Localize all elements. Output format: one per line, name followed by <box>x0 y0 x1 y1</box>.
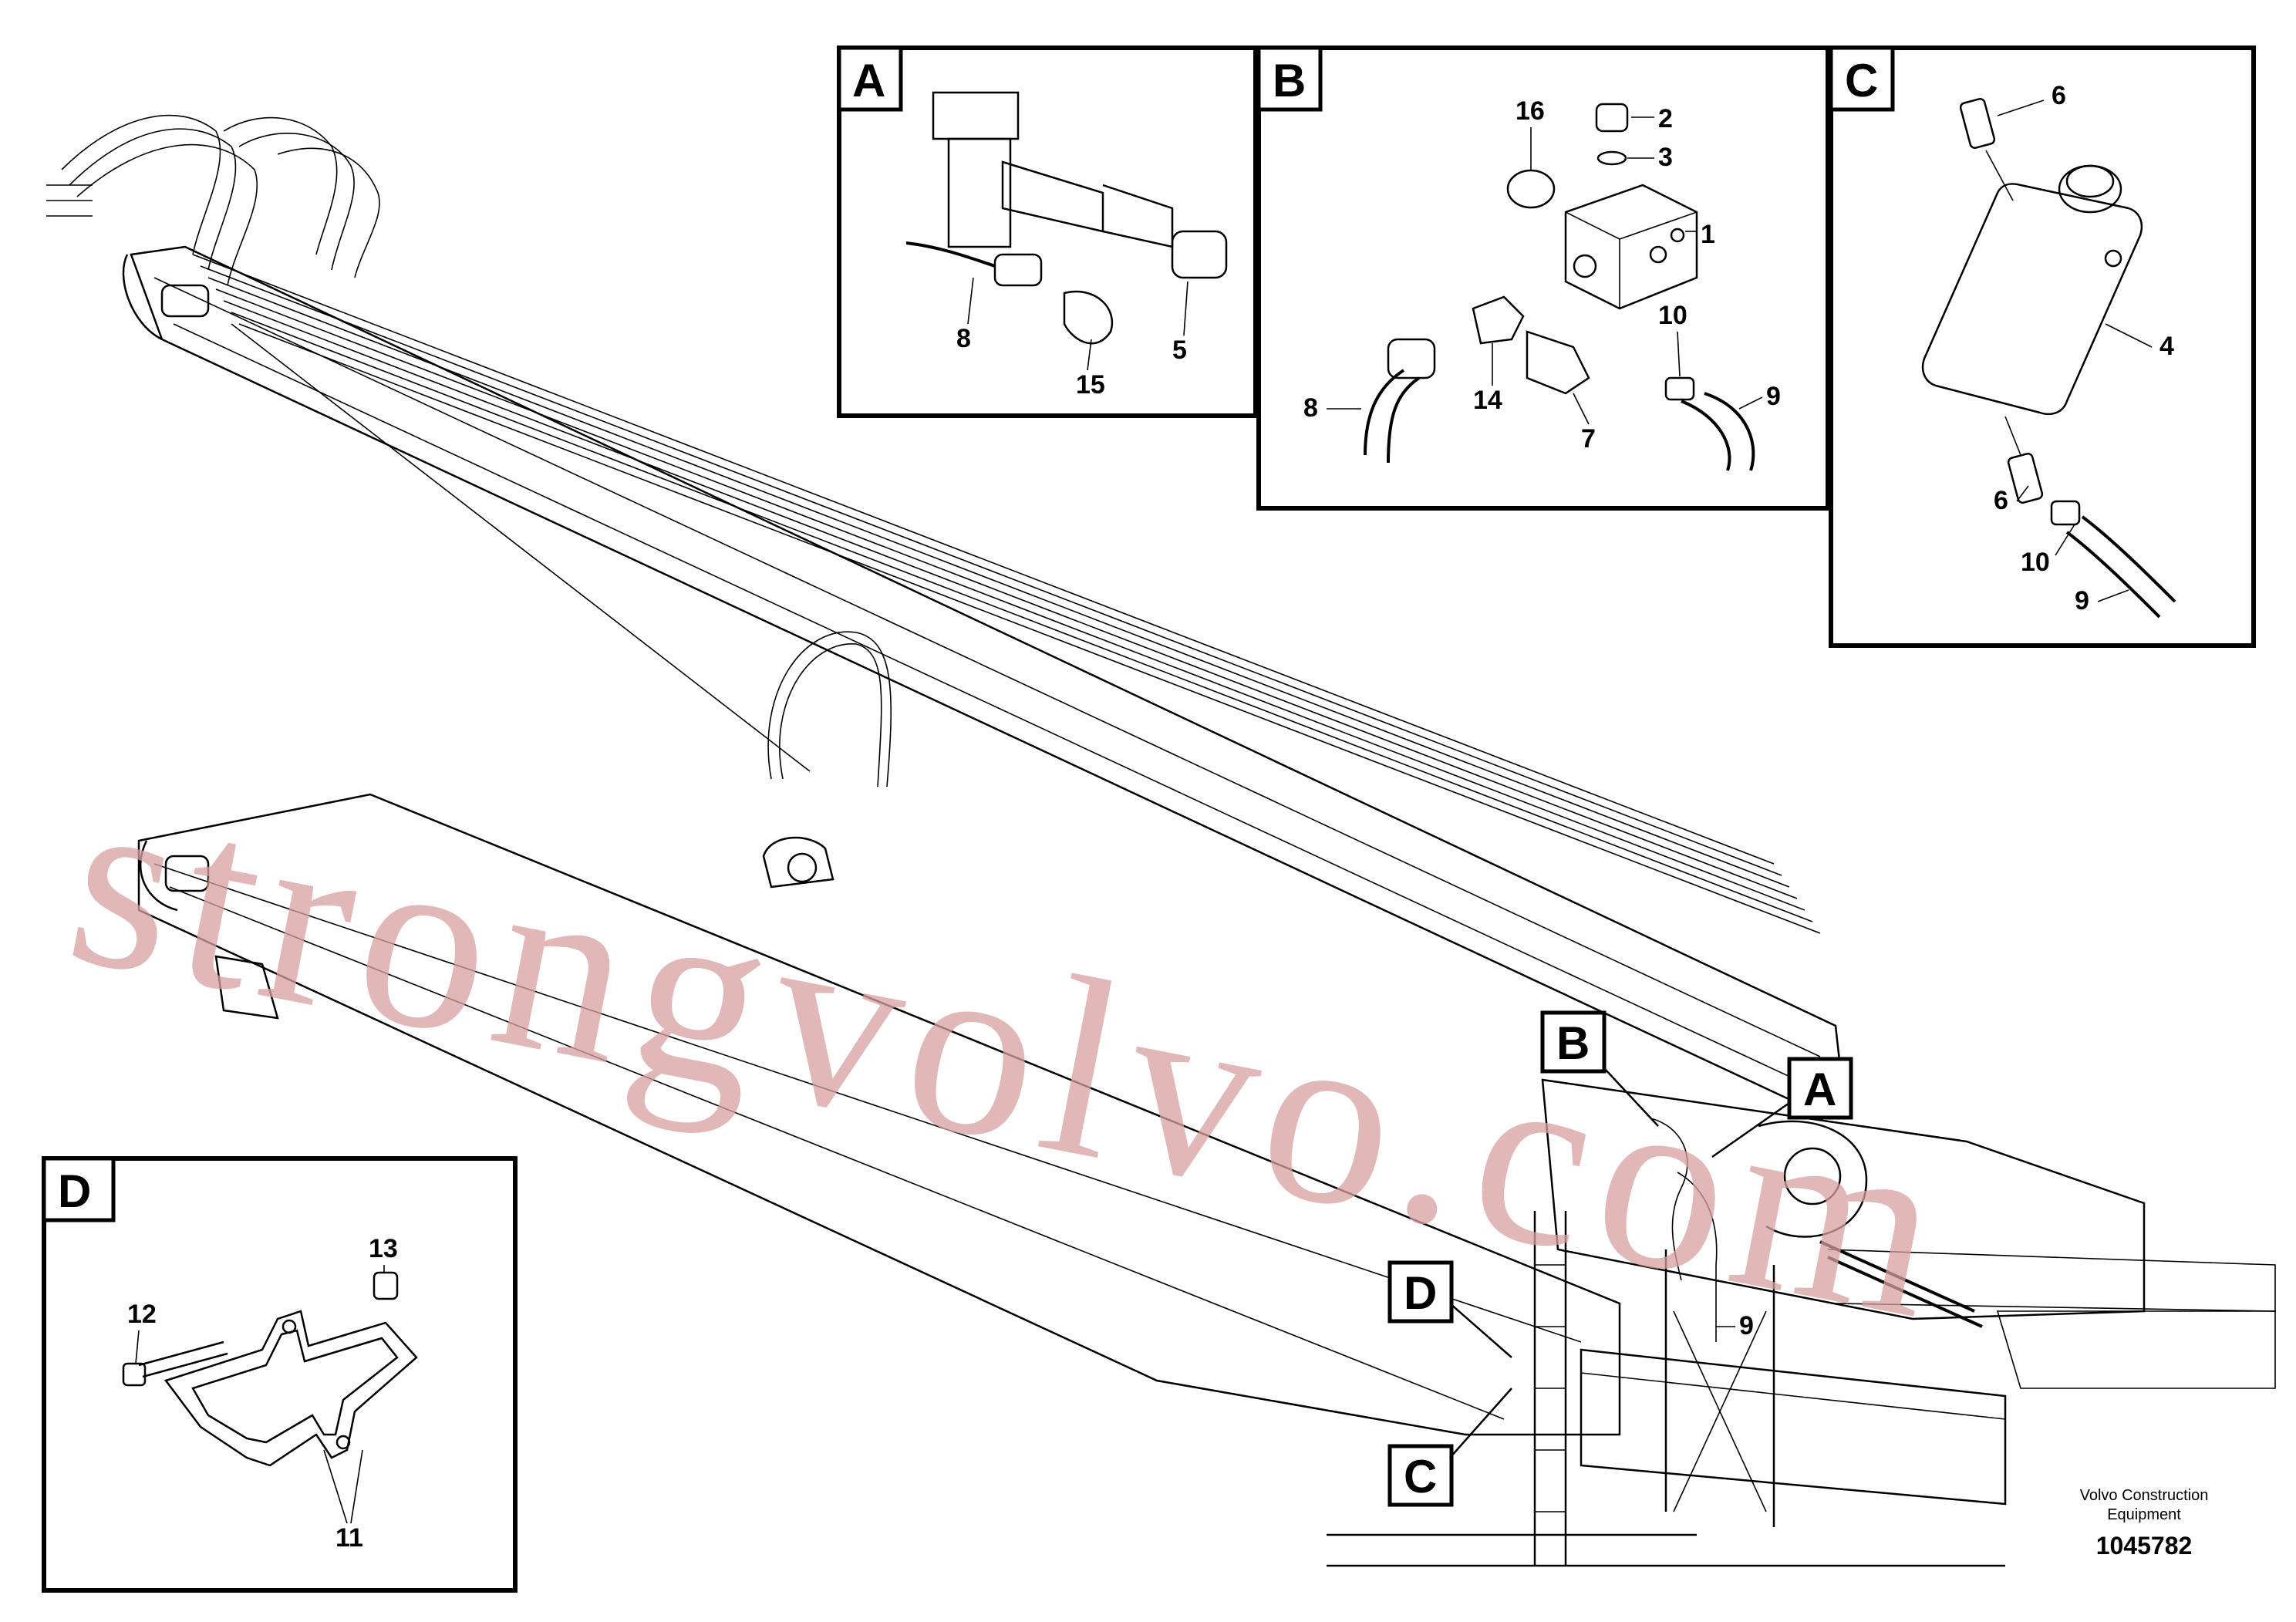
drawing-number: 1045782 <box>2096 1532 2193 1560</box>
callout-d-letter: D <box>1404 1267 1437 1319</box>
part-number-5: 5 <box>1172 336 1187 365</box>
detail-d-letter: D <box>58 1165 91 1217</box>
part-number-1: 1 <box>1701 220 1715 249</box>
detail-c-tag <box>1829 46 1895 112</box>
part-number-7: 7 <box>1581 424 1596 454</box>
main-callouts: B A D C 9 <box>1387 1010 1853 1507</box>
part-number-2: 2 <box>1658 104 1673 133</box>
publisher-line-2: Equipment <box>2107 1506 2181 1523</box>
callout-b-letter: B <box>1556 1017 1590 1069</box>
part-number-10: 10 <box>1658 301 1687 330</box>
part-number-14: 14 <box>1473 386 1502 415</box>
boom-assembly <box>46 114 2276 1567</box>
callout-d-tag <box>1387 1260 1454 1324</box>
part-number-8: 8 <box>956 324 971 353</box>
callout-c-letter: C <box>1404 1451 1437 1502</box>
detail-view-a: A 8 15 5 <box>837 46 1258 418</box>
callout-c-tag <box>1387 1444 1454 1507</box>
part-number-10-c: 10 <box>2021 548 2050 577</box>
detail-a-letter: A <box>852 55 885 106</box>
part-number-9-c: 9 <box>2075 586 2089 615</box>
detail-d-tag <box>42 1156 116 1222</box>
publisher-line-1: Volvo Construction <box>2080 1487 2209 1504</box>
callout-a-tag <box>1787 1057 1853 1120</box>
part-number-15: 15 <box>1076 370 1105 400</box>
publisher-block: Volvo Construction Equipment 1045782 <box>2080 1487 2209 1560</box>
part-number-6-bottom: 6 <box>1994 486 2008 515</box>
part-number-12: 12 <box>127 1300 157 1329</box>
part-number-6-top: 6 <box>2052 81 2066 110</box>
detail-view-d: D 13 12 11 <box>42 1156 518 1593</box>
detail-b-tag <box>1256 46 1323 112</box>
part-number-8-b: 8 <box>1303 393 1318 423</box>
detail-b-letter: B <box>1273 55 1306 106</box>
part-number-9-main: 9 <box>1739 1311 1754 1340</box>
detail-view-b: B 16 2 3 1 10 8 14 7 9 <box>1256 46 1830 511</box>
detail-a-tag <box>837 46 903 112</box>
part-number-9-b: 9 <box>1766 382 1781 411</box>
part-number-3: 3 <box>1658 143 1673 172</box>
part-number-4: 4 <box>2159 332 2174 361</box>
callout-a-letter: A <box>1803 1064 1836 1115</box>
detail-view-c: C 6 4 6 10 9 <box>1829 46 2256 648</box>
part-number-13: 13 <box>369 1234 398 1263</box>
detail-c-letter: C <box>1845 55 1878 106</box>
part-number-11: 11 <box>335 1523 363 1553</box>
callout-b-tag <box>1540 1010 1607 1074</box>
part-number-16: 16 <box>1515 96 1545 126</box>
